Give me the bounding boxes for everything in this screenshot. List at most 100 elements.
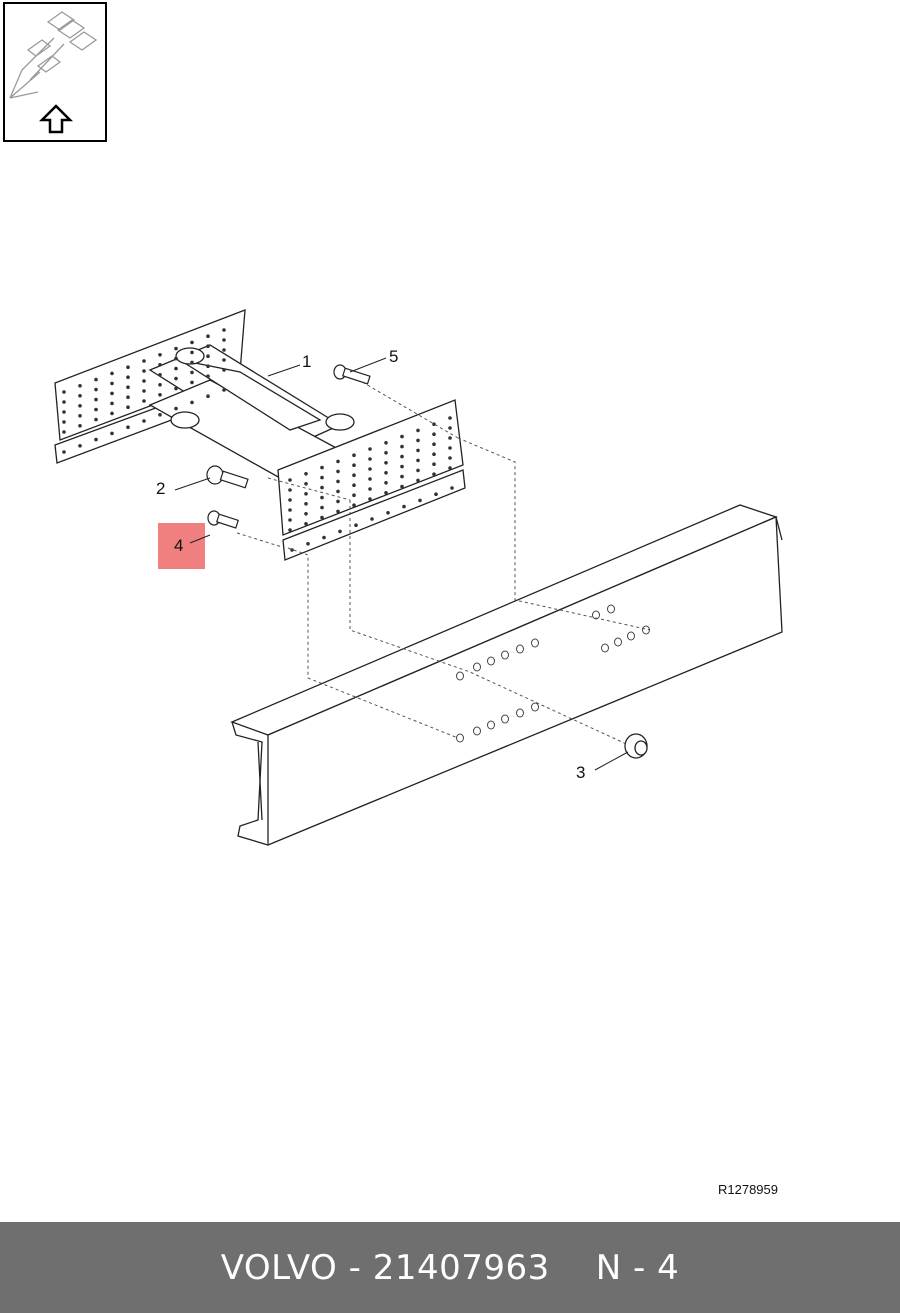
perforation-dot [384, 451, 388, 455]
perforation-dot [110, 411, 114, 416]
perforation-dot [320, 485, 324, 490]
part-number: 21407963 [372, 1247, 550, 1288]
perforation-dot [222, 328, 226, 332]
perforation-dot [352, 493, 356, 498]
perforation-dot [62, 450, 66, 454]
diagram-position: N - 4 [595, 1247, 680, 1288]
perforation-dot [448, 426, 452, 430]
separator: - [348, 1247, 362, 1288]
bracket-perforations [62, 328, 454, 552]
perforation-dot [126, 405, 130, 410]
perforation-dot [126, 375, 130, 380]
perforation-dot [288, 508, 292, 512]
perforation-dot [110, 371, 114, 376]
perforation-dot [62, 400, 66, 404]
perforation-dot [78, 414, 82, 418]
perforation-dot [206, 364, 210, 369]
nut-item-3 [624, 733, 648, 759]
perforation-dot [304, 482, 308, 486]
perforation-dot [174, 366, 178, 371]
perforation-dot [336, 459, 340, 464]
callout-leaders [174, 357, 629, 771]
perforation-dot [432, 462, 436, 467]
perforation-dot [190, 380, 194, 385]
perforation-dot [448, 456, 452, 460]
perforation-dot [448, 436, 452, 440]
perforation-dot [416, 458, 420, 463]
drawing-reference: R1278959 [718, 1182, 778, 1197]
view-orientation-arrow-icon[interactable] [3, 2, 107, 142]
perforation-dot [416, 448, 420, 453]
perforation-dot [288, 498, 292, 502]
perforation-dot [352, 483, 356, 488]
perforation-dot [62, 420, 66, 424]
perforation-dot [78, 394, 82, 398]
perforation-dot [174, 346, 178, 351]
perforation-dot [450, 486, 454, 490]
perforation-dot [400, 434, 404, 439]
perforation-dot [110, 431, 114, 436]
perforation-dot [142, 389, 146, 393]
perforation-dot [94, 407, 98, 412]
perforation-dot [384, 481, 388, 485]
perforation-dot [174, 386, 178, 391]
perforation-dot [190, 340, 194, 345]
parts-diagram: 1 2 3 4 5 R1278959 [3, 2, 783, 1197]
perforation-dot [288, 478, 292, 482]
perforation-dot [304, 492, 308, 496]
perforation-dot [78, 404, 82, 408]
perforation-dot [384, 441, 388, 445]
perforation-dot [416, 438, 420, 443]
perforation-dot [448, 466, 452, 470]
perforation-dot [418, 498, 422, 503]
perforation-dot [416, 468, 420, 473]
bolt-item-2 [206, 465, 249, 489]
perforation-dot [126, 365, 130, 370]
perforation-dot [400, 454, 404, 459]
perforation-dot [190, 350, 194, 355]
perforation-dot [62, 410, 66, 414]
callout-1: 1 [302, 352, 311, 371]
bolt-item-5 [333, 364, 371, 385]
perforation-dot [94, 437, 98, 442]
perforation-dot [206, 354, 210, 359]
perforation-dot [290, 548, 294, 552]
perforation-dot [288, 518, 292, 522]
perforation-dot [158, 353, 162, 357]
perforation-dot [336, 479, 340, 484]
perforation-dot [288, 488, 292, 492]
perforation-dot [94, 377, 98, 382]
perforation-dot [62, 430, 66, 434]
perforation-dot [368, 467, 372, 471]
frame-rail [230, 504, 783, 846]
perforation-dot [304, 472, 308, 476]
perforation-dot [142, 419, 146, 423]
perforation-dot [174, 406, 178, 411]
perforation-dot [354, 523, 358, 527]
perforation-dot [206, 334, 210, 339]
perforation-dot [338, 529, 342, 534]
perforation-dot [142, 369, 146, 373]
perforation-dot [304, 522, 308, 526]
perforation-dot [206, 374, 210, 379]
perforation-dot [320, 495, 324, 500]
perforation-dot [222, 388, 226, 392]
bolt-item-4 [207, 510, 240, 529]
perforation-dot [448, 416, 452, 420]
perforation-dot [336, 489, 340, 494]
perforation-dot [94, 387, 98, 392]
perforation-dot [402, 504, 406, 509]
perforation-dot [174, 376, 178, 381]
perforation-dot [336, 499, 340, 504]
perforation-dot [126, 425, 130, 430]
perforation-dot [432, 432, 436, 437]
perforation-dot [158, 363, 162, 367]
perforation-dot [222, 338, 226, 342]
perforation-dot [142, 379, 146, 383]
perforation-dot [142, 399, 146, 403]
perforation-dot [206, 344, 210, 349]
perforation-dot [352, 503, 356, 508]
perforation-dot [304, 502, 308, 506]
perforation-dot [336, 509, 340, 514]
perforation-dot [416, 428, 420, 433]
